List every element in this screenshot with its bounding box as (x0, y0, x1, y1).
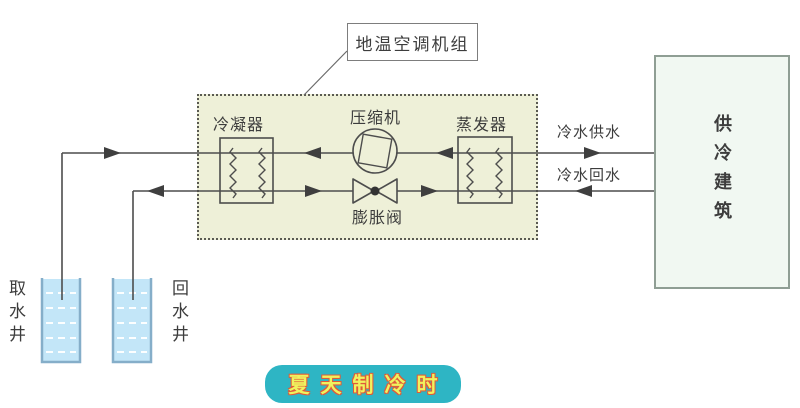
flow-arrow-valve-to-evaporator (421, 185, 438, 197)
flow-arrow-condenser-to-return-well (147, 185, 164, 197)
return-well-label: 回水井 (169, 279, 188, 348)
return-well (111, 278, 153, 364)
valve-right-triangle (375, 178, 398, 204)
cooled-building-box: 供冷建筑 (654, 55, 790, 289)
compressor-square (357, 133, 393, 169)
return-well-wall (111, 278, 153, 364)
evaporator-label: 蒸发器 (456, 117, 508, 134)
return-well-water-lines (117, 292, 147, 353)
flow-arrow-supply-to-building (584, 147, 601, 159)
return-well-water (113, 279, 151, 363)
flow-arrow-condenser-to-valve (305, 185, 322, 197)
intake-well (40, 278, 82, 364)
intake-well-label: 取水井 (6, 279, 25, 348)
intake-well-water (42, 279, 80, 363)
compressor-symbol (352, 128, 398, 174)
expansion-valve-label: 膨胀阀 (352, 210, 404, 227)
building-label: 供冷建筑 (712, 114, 732, 230)
compressor-circle (352, 128, 398, 174)
condenser-coil-right (258, 147, 266, 199)
condenser-coil-left (229, 147, 237, 199)
flow-arrow-evaporator-to-compressor (436, 147, 453, 159)
unit-callout-box: 地温空调机组 (347, 23, 478, 61)
condenser-symbol (219, 137, 274, 204)
evaporator-symbol (457, 136, 513, 204)
caption-pill: 夏天制冷时 (265, 365, 461, 403)
callout-leader-line (303, 50, 348, 96)
intake-well-water-lines (46, 292, 76, 353)
evaporator-box (457, 136, 513, 204)
evaporator-coil-right (495, 147, 503, 199)
evaporator-coil-left (466, 147, 474, 199)
valve-center-dot (370, 186, 380, 196)
intake-well-wall (40, 278, 82, 364)
caption-text: 夏天制冷时 (288, 374, 449, 397)
flow-arrow-building-to-evaporator (575, 185, 592, 197)
condenser-label: 冷凝器 (213, 117, 265, 134)
chilled-water-return-label: 冷水回水 (557, 167, 622, 184)
condenser-box (219, 137, 274, 204)
flow-arrow-intake-to-condenser (104, 147, 121, 159)
expansion-valve-symbol (352, 178, 398, 204)
compressor-label: 压缩机 (350, 110, 402, 127)
unit-callout-label: 地温空调机组 (355, 34, 470, 54)
chilled-water-supply-label: 冷水供水 (557, 124, 622, 141)
flow-arrow-compressor-to-condenser (304, 147, 321, 159)
valve-left-triangle (352, 178, 375, 204)
